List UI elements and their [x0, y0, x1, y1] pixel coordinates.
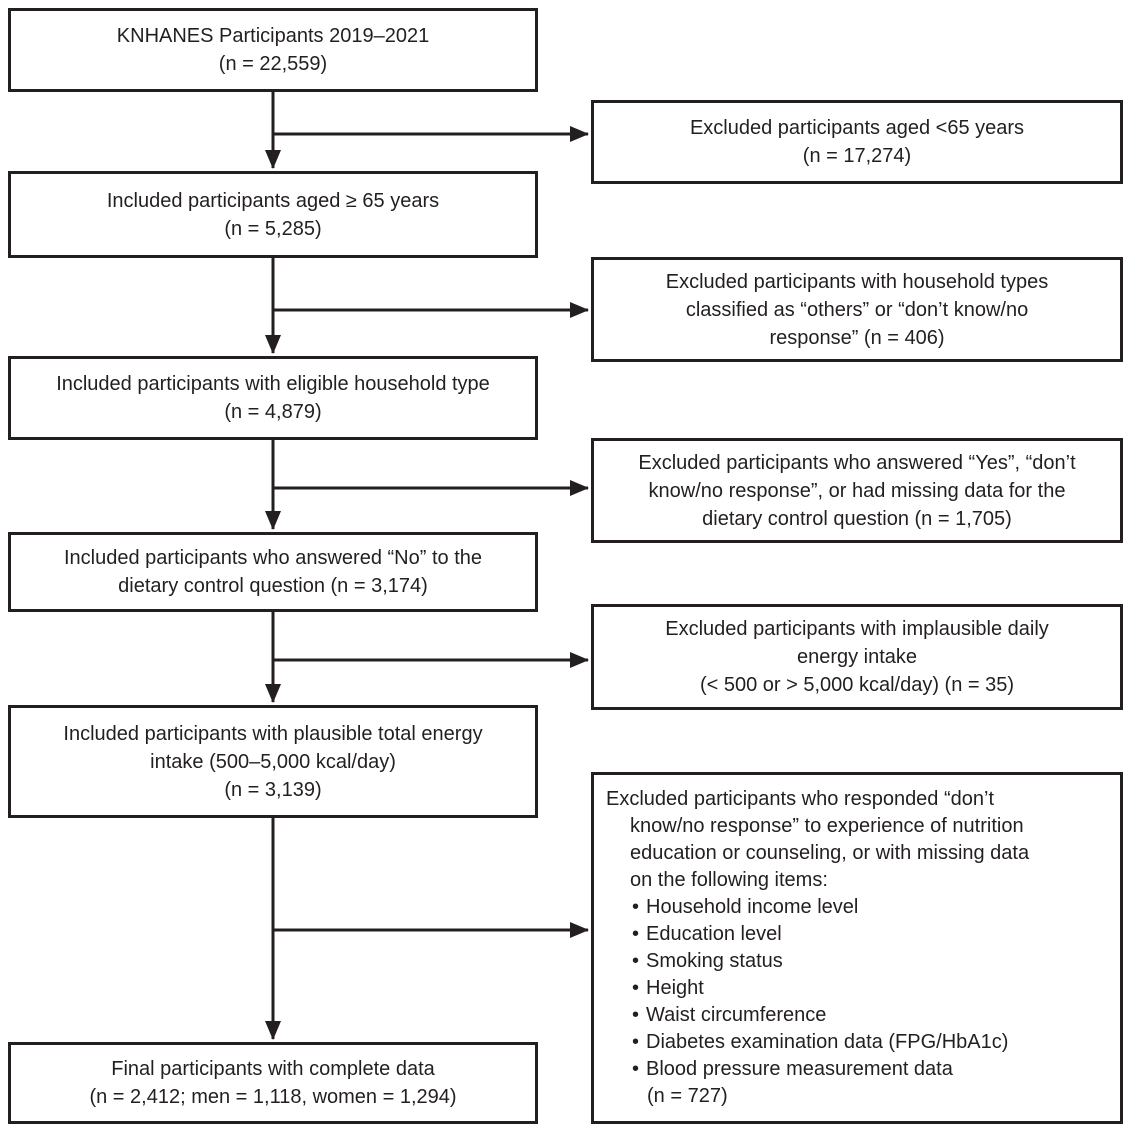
box-text-line: Excluded participants who answered “Yes”… — [638, 451, 1076, 474]
box-text-line: know/no response”, or had missing data f… — [648, 479, 1066, 502]
box-text-line: intake (500–5,000 kcal/day) — [150, 750, 396, 773]
box-text-line: KNHANES Participants 2019–2021 — [116, 25, 430, 47]
bullet-item: Education level — [604, 921, 1110, 948]
box-included-aged-65: Included participants aged ≥ 65 years (n… — [8, 171, 538, 258]
bullet-item: Diabetes examination data (FPG/HbA1c) — [604, 1029, 1110, 1056]
box-text-line: dietary control question (n = 3,174) — [118, 575, 428, 597]
box-count-line: (n = 22,559) — [218, 53, 328, 75]
box-text-line: Included participants who answered “No” … — [63, 547, 482, 569]
box-text-line: classified as “others” or “don’t know/no — [685, 298, 1029, 321]
box-count-line: (n = 4,879) — [224, 401, 322, 423]
box-text-line: energy intake — [796, 646, 918, 668]
box-excluded-age: Excluded participants aged <65 years (n … — [591, 100, 1123, 184]
box-text-line: response” (n = 406) — [769, 326, 945, 349]
box-excluded-dietary-control: Excluded participants who answered “Yes”… — [591, 438, 1123, 543]
bullet-item: Smoking status — [604, 948, 1110, 975]
box-text-line: Excluded participants who responded “don… — [606, 788, 995, 810]
box-count-line: (n = 2,412; men = 1,118, women = 1,294) — [89, 1086, 457, 1108]
box-text-line: Included participants with eligible hous… — [56, 373, 490, 395]
box-text-line: dietary control question (n = 1,705) — [702, 507, 1012, 530]
box-count-line: (n = 5,285) — [224, 217, 322, 240]
box-text-line: Included participants with plausible tot… — [63, 722, 483, 745]
box-excluded-missing-data: Excluded participants who responded “don… — [591, 772, 1123, 1124]
box-text-line: on the following items: — [630, 869, 828, 891]
box-text-line: Excluded participants with implausible d… — [665, 618, 1049, 640]
box-included-household: Included participants with eligible hous… — [8, 356, 538, 440]
bullet-item: Household income level — [604, 894, 1110, 921]
bullet-item: Blood pressure measurement data — [604, 1056, 1110, 1083]
box-included-energy-intake: Included participants with plausible tot… — [8, 705, 538, 818]
box-text-line: Final participants with complete data — [111, 1058, 435, 1080]
bullet-item: Height — [604, 975, 1110, 1002]
box-excluded-energy-intake: Excluded participants with implausible d… — [591, 604, 1123, 710]
box-text-line: know/no response” to experience of nutri… — [630, 815, 1024, 837]
box-text-line: Excluded participants with household typ… — [665, 270, 1049, 293]
box-text-line: Included participants aged ≥ 65 years — [106, 189, 440, 212]
box-final-participants: Final participants with complete data (n… — [8, 1042, 538, 1124]
bullet-item: Waist circumference — [604, 1002, 1110, 1029]
box-text-line: Excluded participants aged <65 years — [689, 117, 1025, 139]
box-excluded-household: Excluded participants with household typ… — [591, 257, 1123, 362]
box-count-line: (n = 17,274) — [802, 145, 912, 167]
box-included-dietary-control: Included participants who answered “No” … — [8, 532, 538, 612]
box-text-line: education or counseling, or with missing… — [630, 842, 1030, 864]
box-count-line: (n = 727) — [647, 1085, 728, 1107]
box-text-line: (< 500 or > 5,000 kcal/day) (n = 35) — [699, 674, 1015, 696]
box-knhanes-participants: KNHANES Participants 2019–2021 (n = 22,5… — [8, 8, 538, 92]
box-count-line: (n = 3,139) — [224, 778, 322, 801]
